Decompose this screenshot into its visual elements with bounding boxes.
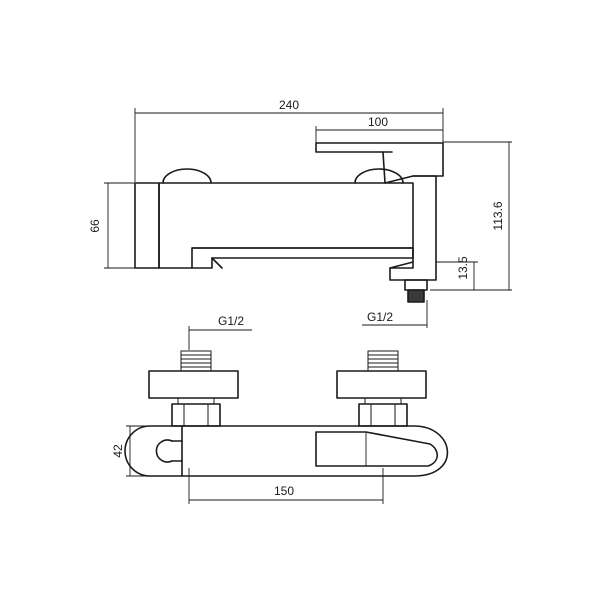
dimension-66: 66 bbox=[88, 182, 135, 269]
dim-inlet-spacing-label: 150 bbox=[274, 484, 294, 498]
dim-depth-label: 42 bbox=[111, 444, 125, 458]
dimension-outlet-thread: G1/2 bbox=[362, 300, 428, 328]
dimension-13-5: 13.5 bbox=[436, 256, 478, 290]
eccentric-cap-right bbox=[354, 168, 404, 184]
dim-body-height-label: 66 bbox=[88, 219, 102, 233]
dim-handle-length-label: 100 bbox=[368, 115, 388, 129]
lever-handle bbox=[315, 142, 444, 184]
dimension-240: 240 bbox=[134, 98, 444, 182]
dim-outlet-thread-label: G1/2 bbox=[367, 310, 393, 324]
dim-overall-length-label: 240 bbox=[279, 98, 299, 112]
dimension-42: 42 bbox=[111, 425, 182, 477]
dim-total-height-label: 113.6 bbox=[491, 201, 505, 230]
dimension-inlet-thread: G1/2 bbox=[188, 314, 252, 350]
wall-block bbox=[134, 182, 160, 269]
dimension-100: 100 bbox=[315, 115, 443, 144]
plan-view: G1/2 42 150 bbox=[111, 314, 449, 504]
shower-holder bbox=[124, 425, 183, 477]
eccentric-left bbox=[148, 350, 239, 427]
eccentric-right bbox=[336, 350, 427, 427]
dimension-113-6: 113.6 bbox=[430, 141, 512, 291]
spout bbox=[191, 247, 414, 269]
mixer-body-plan bbox=[181, 425, 449, 477]
eccentric-cap-left bbox=[162, 168, 212, 184]
mixer-body bbox=[158, 182, 414, 269]
dim-outlet-height-label: 13.5 bbox=[456, 256, 470, 280]
lever-plan bbox=[315, 431, 439, 467]
side-view: 240 100 66 113.6 13.5 bbox=[88, 98, 512, 328]
dim-inlet-thread-label: G1/2 bbox=[218, 314, 244, 328]
outlet-nipple bbox=[404, 279, 428, 303]
dimension-150: 150 bbox=[188, 468, 384, 504]
